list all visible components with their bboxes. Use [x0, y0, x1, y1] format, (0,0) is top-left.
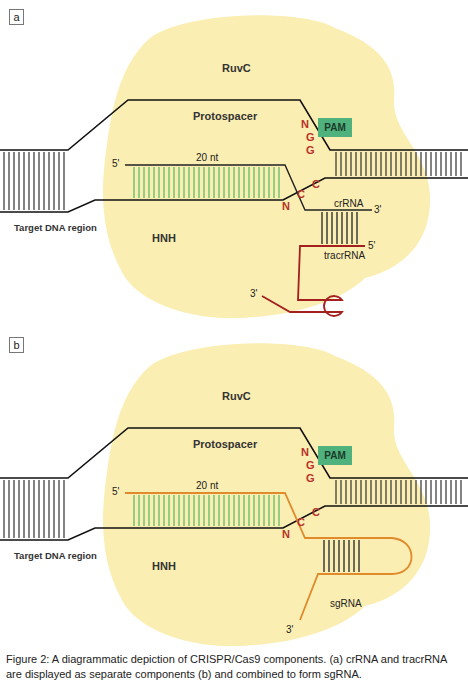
sgrna-stem-ticks — [324, 540, 359, 572]
non-target-strand — [0, 100, 468, 150]
pam-base: N — [301, 446, 309, 458]
rna-name: crRNA — [334, 198, 363, 210]
tracrrna-strand — [262, 246, 365, 316]
length-label: 20 nt — [196, 152, 218, 164]
panel-a-art — [0, 15, 468, 318]
pam-box: PAM — [318, 118, 352, 137]
panel-letter-box: b — [9, 337, 24, 353]
complement-base: C — [297, 516, 305, 528]
domain-name: HNH — [152, 232, 176, 244]
rna-name: tracrRNA — [324, 250, 365, 262]
pam-base: G — [306, 472, 315, 484]
complement-base: N — [282, 528, 290, 540]
complement-base: C — [297, 188, 305, 200]
guide-pairing-ticks — [134, 167, 279, 198]
rna-name: sgRNA — [330, 598, 362, 610]
pam-box: PAM — [318, 446, 352, 465]
complement-base: N — [282, 200, 290, 212]
right-dna-ladder — [336, 480, 461, 504]
strand-end: 5' — [112, 158, 119, 170]
right-dna-ladder — [336, 152, 461, 176]
crrna-strand — [125, 165, 372, 210]
non-target-strand — [0, 428, 468, 478]
region-name: Protospacer — [193, 110, 257, 122]
pam-base: N — [301, 118, 309, 130]
strand-end: 3' — [286, 624, 293, 636]
domain-name: RuvC — [222, 62, 251, 74]
sgrna-strand — [125, 493, 412, 620]
panel-b-art — [0, 343, 468, 646]
repeat-pairing-ticks — [322, 212, 357, 244]
pam-base: G — [306, 144, 315, 156]
domain-name: RuvC — [222, 390, 251, 402]
region-name: Target DNA region — [14, 222, 97, 234]
domain-name: HNH — [152, 560, 176, 572]
node-text: a — [13, 11, 19, 23]
panel-letter-box: a — [9, 9, 24, 25]
guide-pairing-ticks — [134, 495, 279, 526]
length-label: 20 nt — [196, 480, 218, 492]
pam-base: G — [306, 459, 315, 471]
target-strand — [0, 178, 468, 212]
strand-end: 5' — [368, 240, 375, 252]
strand-end: 3' — [250, 288, 257, 300]
complement-base: C — [312, 178, 320, 190]
region-name: Target DNA region — [14, 550, 97, 562]
strand-end: 5' — [112, 486, 119, 498]
region-name: Protospacer — [193, 438, 257, 450]
target-strand — [0, 506, 468, 540]
left-dna-ladder — [4, 152, 64, 210]
left-dna-ladder — [4, 480, 64, 538]
strand-end: 3' — [374, 204, 381, 216]
node-text: b — [13, 339, 19, 351]
node-text: PAM — [324, 450, 345, 461]
pam-base: G — [306, 131, 315, 143]
figure-caption: Figure 2: A diagrammatic depiction of CR… — [6, 652, 462, 682]
complement-base: C — [312, 506, 320, 518]
node-text: PAM — [324, 122, 345, 133]
